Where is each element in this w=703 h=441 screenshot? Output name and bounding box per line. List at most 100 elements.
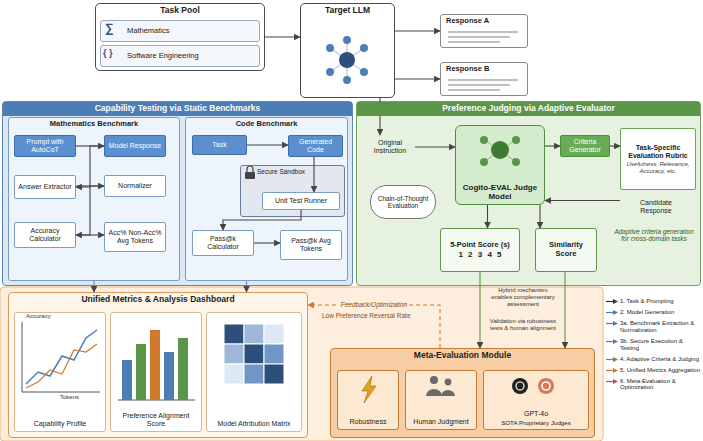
bar-chart [122, 360, 132, 400]
axis-label: Tokens [60, 394, 100, 401]
thought-cloud: Chain-of-Thought Evaluation [370, 185, 436, 219]
process-box: Acc% Non-Acc% Avg Tokens [104, 222, 166, 252]
node-title: Mathematics Benchmark [50, 120, 138, 129]
judge-model-icons [516, 382, 524, 390]
node-title: Answer Extractor [18, 183, 71, 191]
node-title: Acc% Non-Acc% Avg Tokens [108, 229, 162, 245]
response-lines [448, 36, 510, 38]
legend-head [613, 299, 618, 304]
node-title: Model Attribution Matrix [217, 420, 290, 428]
legend-head [613, 339, 618, 344]
legend-line [606, 312, 614, 313]
llm-icon [326, 68, 334, 76]
legend-line [606, 301, 614, 302]
component-box: Task PoolMathematicsSoftware Engineering [95, 3, 265, 71]
node-detail: Usefulness, Relevance, Accuracy, etc. [624, 161, 692, 175]
section-panel: Capability Testing via Static Benchmarks… [2, 101, 353, 286]
sandbox-group: Secure SandboxUnit Test Runner [240, 165, 345, 217]
attribution-matrix [224, 344, 244, 364]
llm-icon [360, 68, 368, 76]
node-title: 5-Point Score (s) [450, 241, 510, 250]
response-lines [448, 79, 518, 81]
node-title: Task [212, 141, 226, 149]
module-item: Human Judgment [405, 370, 477, 430]
node-title: Unified Metrics & Analysis Dashboard [81, 295, 234, 305]
llm-icon [360, 44, 368, 52]
node-title: Capability Testing via Static Benchmarks [3, 102, 352, 116]
benchmark-group: Code BenchmarkTask Generated CodeSecure S… [185, 117, 348, 281]
attribution-matrix [264, 324, 284, 344]
llm-icon [343, 76, 351, 84]
process-box: Unit Test Runner [262, 192, 340, 210]
legend-arrow [606, 320, 618, 327]
llm-icon [343, 36, 351, 44]
text-node: Original Instruction [365, 135, 415, 159]
judge-model-icons [538, 378, 554, 394]
response-lines [448, 31, 518, 33]
node-title: Pass@k Avg Tokens [284, 237, 338, 253]
capability-chart [22, 322, 23, 392]
bar-chart [150, 330, 160, 400]
legend-arrow [606, 309, 618, 316]
legend-arrow [606, 378, 618, 385]
process-box: Pass@k Calculator [192, 230, 254, 256]
bar-chart [164, 352, 174, 400]
legend-head [613, 310, 618, 315]
flow-arrow [545, 145, 560, 146]
rubric-box: Task-Specific Evaluation RubricUsefulnes… [620, 128, 696, 190]
text-node: Candidate Response [620, 196, 692, 218]
attribution-matrix [224, 324, 284, 384]
legend-line [606, 380, 614, 381]
node-title: Prompt with AutoCoT [18, 138, 72, 154]
flow-arrow [308, 305, 440, 348]
legend-head [613, 357, 618, 362]
module-item: Robustness [337, 370, 399, 430]
flow-arrow [246, 281, 247, 292]
node-title: Response B [446, 65, 489, 74]
edge-label: Feedback/Optimization [339, 301, 409, 308]
node-title: Generated Code [292, 138, 339, 154]
legend-entry: 5. Unified Metrics Aggregation [606, 367, 701, 374]
attribution-matrix [244, 344, 264, 364]
human-icon [430, 376, 438, 384]
node-title: Robustness [350, 418, 387, 426]
flow-arrow [254, 242, 280, 243]
flow-arrow [610, 145, 620, 146]
attribution-matrix [224, 364, 244, 384]
process-box: Prompt with AutoCoT [14, 135, 76, 157]
response-box: Response B [440, 62, 528, 96]
legend-arrow [606, 356, 618, 363]
benchmark-group: Mathematics BenchmarkPrompt with AutoCoT… [8, 117, 180, 281]
note-text: Adaptive criteria generation for cross-d… [612, 228, 696, 243]
node-title: Code Benchmark [236, 120, 298, 129]
node-title: Preference Alignment Score [114, 412, 198, 428]
axis-label: Accuracy [26, 313, 66, 320]
section-panel: Preference Judging via Adaptive Evaluato… [356, 101, 701, 286]
flow-arrow [93, 281, 94, 292]
judge-model-icons [542, 382, 550, 390]
legend-text: 2. Model Generation [620, 309, 674, 316]
flow-arrow [395, 30, 440, 31]
flow-arrow [479, 272, 480, 348]
node-title: Target LLM [325, 6, 370, 16]
attribution-matrix [264, 364, 284, 384]
task-item: Software Engineering [100, 45, 260, 67]
node-title: Software Engineering [127, 52, 199, 61]
capability-chart [22, 392, 100, 393]
lock-icon [245, 172, 255, 179]
legend-text: 4. Adaptive Criteria & Judging [620, 356, 699, 363]
metrics-ground [0, 287, 603, 441]
process-box: Task [192, 135, 247, 155]
node-title: Human Judgment [413, 418, 468, 426]
judge-icon [512, 136, 520, 144]
attribution-matrix [244, 324, 264, 344]
legend-entry: 6. Meta-Evaluation & Optimization [606, 378, 701, 392]
node-title: Pass@k Calculator [196, 235, 250, 251]
node-title: Chain-of-Thought Evaluation [374, 195, 432, 210]
task-item: Mathematics [100, 20, 260, 42]
flow-arrow [395, 78, 440, 79]
node-title: Mathematics [127, 27, 170, 36]
judge-icon [512, 158, 520, 166]
flow-arrow [487, 205, 488, 228]
